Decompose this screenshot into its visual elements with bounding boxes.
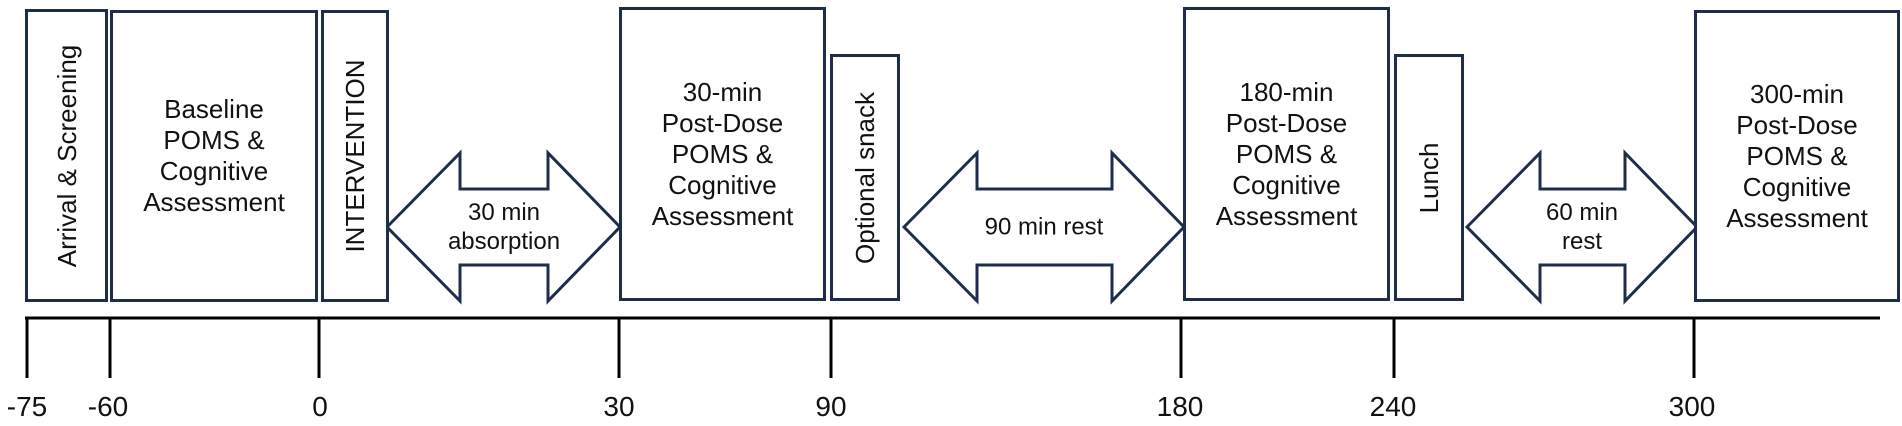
absorption-arrow-label: 30 min absorption [447, 199, 561, 255]
intervention-box: INTERVENTION [321, 10, 389, 302]
post-30-assessment-label: 30-min Post-Dose POMS & Cognitive Assess… [651, 76, 794, 231]
arrival-screening-label: Arrival & Screening [51, 44, 82, 267]
tick-label: 300 [1668, 391, 1716, 422]
timeline-axis [25, 316, 1880, 378]
tick-label: 180 [1156, 391, 1204, 422]
optional-snack-box: Optional snack [830, 54, 900, 301]
tick-label: -60 [87, 391, 129, 422]
rest-60-arrow-label: 60 min rest [1545, 199, 1619, 255]
post-180-assessment-label: 180-min Post-Dose POMS & Cognitive Asses… [1215, 76, 1358, 231]
tick-label: 30 [603, 391, 635, 422]
tick-label: 240 [1369, 391, 1417, 422]
baseline-assessment-label: Baseline POMS & Cognitive Assessment [143, 94, 285, 217]
rest-90-arrow-label: 90 min rest [984, 213, 1104, 241]
post-180-assessment-box: 180-min Post-Dose POMS & Cognitive Asses… [1183, 7, 1390, 301]
lunch-label: Lunch [1414, 142, 1444, 213]
post-30-assessment-box: 30-min Post-Dose POMS & Cognitive Assess… [619, 7, 826, 301]
baseline-assessment-box: Baseline POMS & Cognitive Assessment [110, 10, 318, 302]
optional-snack-label: Optional snack [850, 91, 880, 264]
tick-label: 0 [312, 391, 328, 422]
arrival-screening-box: Arrival & Screening [25, 9, 108, 302]
tick-label: 90 [815, 391, 847, 422]
post-300-assessment-label: 300-min Post-Dose POMS & Cognitive Asses… [1726, 78, 1868, 233]
tick-label: -75 [6, 391, 48, 422]
lunch-box: Lunch [1394, 54, 1464, 301]
intervention-label: INTERVENTION [340, 59, 370, 253]
post-300-assessment-box: 300-min Post-Dose POMS & Cognitive Asses… [1694, 10, 1900, 302]
